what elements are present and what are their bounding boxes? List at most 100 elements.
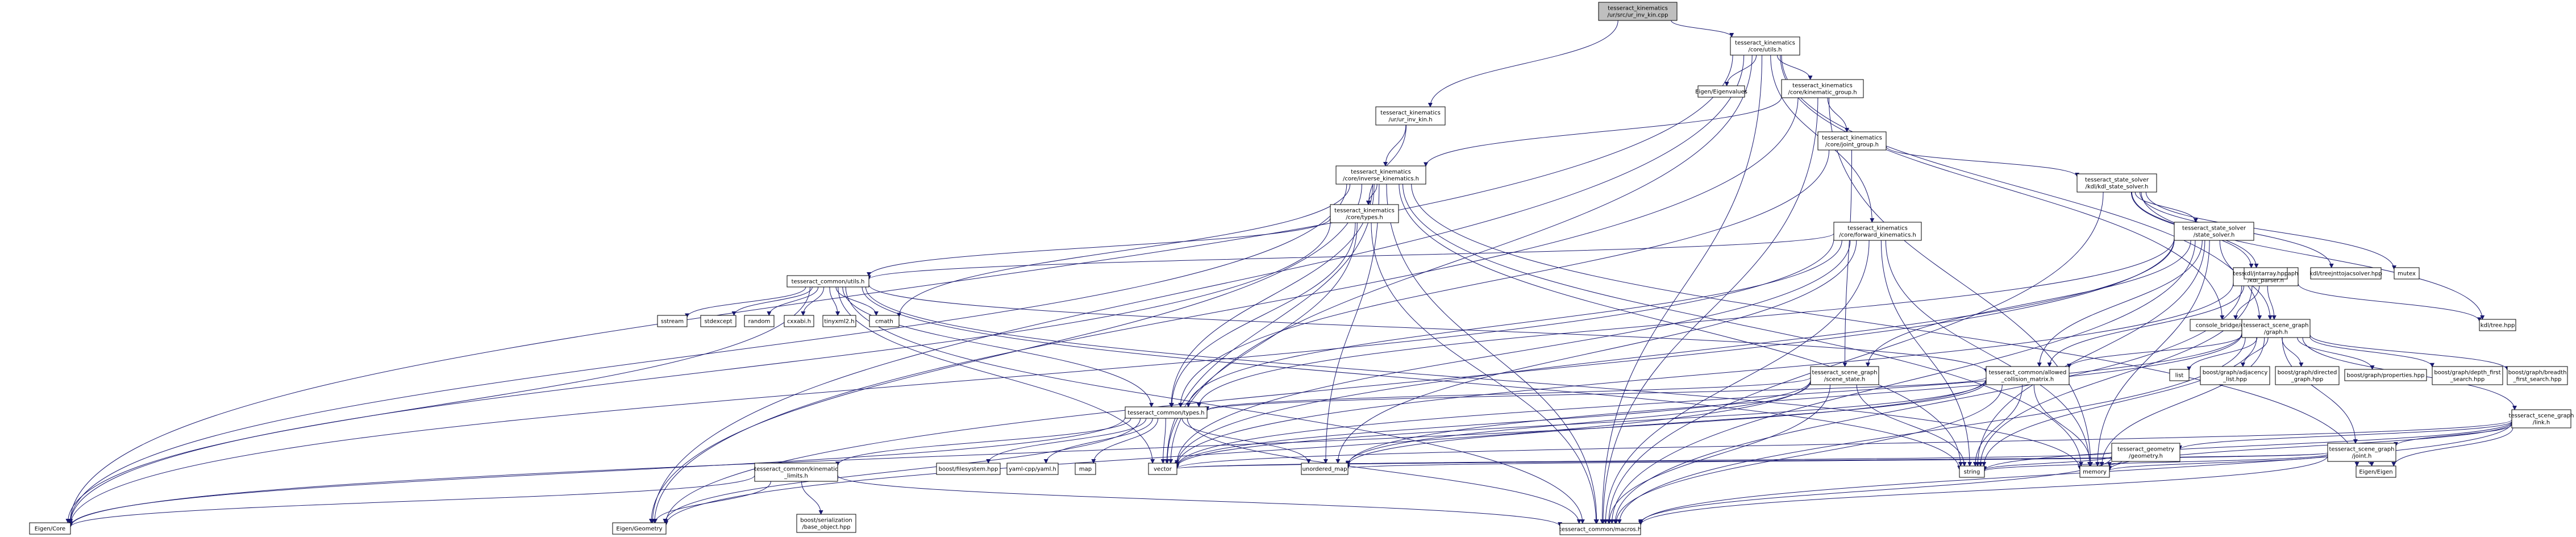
node-vector[interactable]: vector — [1148, 463, 1177, 475]
node-cxxabi[interactable]: cxxabi.h — [784, 315, 814, 327]
node-unordered-map[interactable]: unordered_map — [1301, 463, 1349, 475]
node-core-utils[interactable]: tesseract_kinematics/core/utils.h — [1730, 36, 1800, 56]
edge-common_types-to-unordered_map — [1181, 418, 1311, 464]
node-cmath[interactable]: cmath — [869, 315, 900, 327]
edge-inverse_kinematics-to-string — [1399, 184, 1963, 467]
node-ur-inv-kin[interactable]: tesseract_kinematics/ur/ur_inv_kin.h — [1375, 106, 1446, 126]
node-label-line: console_bridge/console.h — [2196, 323, 2267, 329]
edge-common_utils-to-common_types — [842, 286, 1154, 407]
node-common-types[interactable]: tesseract_common/types.h — [1125, 406, 1208, 419]
node-label-line: yaml-cpp/yaml.h — [1009, 467, 1056, 473]
node-mutex[interactable]: mutex — [2394, 267, 2420, 280]
node-yaml[interactable]: yaml-cpp/yaml.h — [1006, 463, 1059, 475]
node-box — [1986, 366, 2070, 385]
node-label-line: tesseract_kinematics — [1822, 135, 1882, 141]
edge-root-to-core_utils — [1671, 20, 1734, 38]
node-joint-group[interactable]: tesseract_kinematics/core/joint_group.h — [1817, 131, 1887, 151]
node-label-line: tesseract_state_solver — [2085, 177, 2149, 184]
node-kinematic-group[interactable]: tesseract_kinematics/core/kinematic_grou… — [1781, 79, 1864, 98]
node-boost-fs[interactable]: boost/filesystem.hpp — [936, 463, 1001, 475]
node-root[interactable]: tesseract_kinematics/ur/src/ur_inv_kin.c… — [1598, 2, 1678, 21]
node-label-line: /base_object.hpp — [802, 524, 850, 531]
node-inverse-kinematics[interactable]: tesseract_kinematics/core/inverse_kinema… — [1335, 165, 1426, 185]
node-memory[interactable]: memory — [2079, 465, 2110, 478]
node-properties[interactable]: boost/graph/properties.hpp — [2344, 369, 2427, 381]
node-eigenvalues[interactable]: Eigen/Eigenvalues — [1695, 85, 1747, 98]
edge-link-to-eigen_eigen — [2391, 427, 2513, 467]
node-joint[interactable]: tesseract_scene_graph/joint.h — [2327, 443, 2396, 462]
node-box — [1330, 204, 1399, 223]
edge-state_solver-to-eigen_geometry — [664, 239, 2175, 524]
edge-kdl_parser-to-kdl_tree — [2298, 283, 2482, 322]
edge-common_utils-to-eigen_core — [65, 286, 810, 523]
edge-graph-to-acm — [2067, 335, 2242, 369]
node-label-line: /core/kinematic_group.h — [1788, 90, 1857, 96]
node-label-line: tesseract_scene_graph — [2244, 323, 2309, 329]
node-kdl-state-solver[interactable]: tesseract_state_solver/kdl/kdl_state_sol… — [2076, 173, 2157, 193]
node-string[interactable]: string — [1959, 465, 1985, 478]
edge-common_types-to-eigen_geometry — [663, 418, 1141, 523]
edge-kin_types-to-common_utils — [867, 218, 1331, 277]
node-label-line: random — [748, 319, 771, 325]
node-kdl-treejnt[interactable]: kdl/treejnttojacsolver.hpp — [2309, 267, 2382, 280]
edge-ur_inv_kin-to-kin_types — [1366, 124, 1406, 205]
node-kdl-tree[interactable]: kdl/tree.hpp — [2479, 319, 2516, 331]
node-adj-list[interactable]: boost/graph/adjacency_list.hpp — [2200, 366, 2270, 385]
node-eigen-eigen[interactable]: Eigen/Eigen — [2356, 465, 2396, 478]
edge-forward_kinematics-to-unordered_map — [1335, 240, 1857, 464]
node-boost-serial[interactable]: boost/serialization/base_object.hpp — [796, 514, 856, 533]
node-tinyxml2[interactable]: tinyxml2.h — [822, 315, 856, 327]
node-box — [822, 315, 856, 327]
node-directed-graph[interactable]: boost/graph/directed_graph.hpp — [2275, 366, 2340, 385]
edge-graph-to-macros — [1617, 337, 2246, 524]
node-scene-state[interactable]: tesseract_scene_graph/scene_state.h — [1810, 366, 1879, 385]
node-dfs[interactable]: boost/graph/depth_first_search.hpp — [2432, 366, 2503, 385]
edge-layer — [65, 20, 2517, 528]
node-label-line: boost/graph/depth_first — [2434, 370, 2500, 376]
node-eigen-geometry[interactable]: Eigen/Geometry — [612, 522, 667, 535]
node-stdexcept[interactable]: stdexcept — [700, 315, 736, 327]
edge-common_types-to-eigen_core — [68, 417, 1126, 527]
node-kin-limits[interactable]: tesseract_common/kinematic_limits.h — [754, 463, 838, 482]
node-label-line: /kdl/kdl_state_solver.h — [2086, 184, 2149, 190]
edge-kin_limits-to-boost_serial — [801, 481, 823, 515]
node-box — [754, 463, 838, 482]
node-forward-kinematics[interactable]: tesseract_kinematics/core/forward_kinema… — [1833, 222, 1922, 241]
edge-core_utils-to-eigenvalues — [1724, 55, 1757, 86]
node-state-solver[interactable]: tesseract_state_solver/state_solver.h — [2174, 222, 2254, 241]
node-graph[interactable]: tesseract_scene_graph/graph.h — [2241, 319, 2311, 338]
edge-kinematic_group-to-macros — [1601, 97, 1818, 524]
node-list[interactable]: list — [2169, 369, 2190, 381]
node-label-line: cxxabi.h — [787, 319, 811, 325]
edge-ur_inv_kin-to-inverse_kinematics — [1383, 124, 1406, 166]
node-label-line: tesseract_kinematics — [1608, 6, 1668, 12]
node-random[interactable]: random — [744, 315, 775, 327]
node-box — [1730, 36, 1800, 56]
edge-joint-to-memory — [2107, 454, 2328, 472]
node-sstream[interactable]: sstream — [657, 315, 688, 327]
node-kdl-jntarray[interactable]: kdl/jntarray.hpp — [2244, 267, 2288, 280]
node-box — [1697, 85, 1745, 98]
node-box — [1335, 165, 1426, 185]
node-macros[interactable]: tesseract_common/macros.h — [1559, 523, 1641, 535]
edge-joint-to-vector — [1175, 452, 2328, 469]
edge-common_utils-to-macros — [845, 286, 1585, 524]
node-geometry[interactable]: tesseract_geometry/geometry.h — [2111, 443, 2180, 462]
node-kin-types[interactable]: tesseract_kinematics/core/types.h — [1330, 204, 1399, 223]
node-label-line: tesseract_kinematics — [1735, 40, 1795, 47]
node-acm[interactable]: tesseract_common/allowed_collision_matri… — [1986, 366, 2070, 385]
edge-kdl_parser-to-acm — [2047, 285, 2244, 367]
node-bfs[interactable]: boost/graph/breadth_first_search.hpp — [2507, 366, 2568, 385]
node-common-utils[interactable]: tesseract_common/utils.h — [786, 275, 869, 288]
edge-core_utils-to-macros — [1600, 55, 1762, 524]
edge-kin_types-to-macros — [1371, 222, 1599, 524]
node-box — [2432, 366, 2503, 385]
node-link[interactable]: tesseract_scene_graph/link.h — [2509, 409, 2574, 428]
node-eigen-core[interactable]: Eigen/Core — [29, 522, 71, 535]
node-map[interactable]: map — [1075, 463, 1096, 475]
node-label-line: cmath — [875, 319, 893, 325]
edge-kinematic_group-to-memory — [1828, 97, 2093, 467]
edge-acm-to-vector — [1175, 380, 1987, 468]
edge-joint-to-string — [1982, 453, 2328, 472]
